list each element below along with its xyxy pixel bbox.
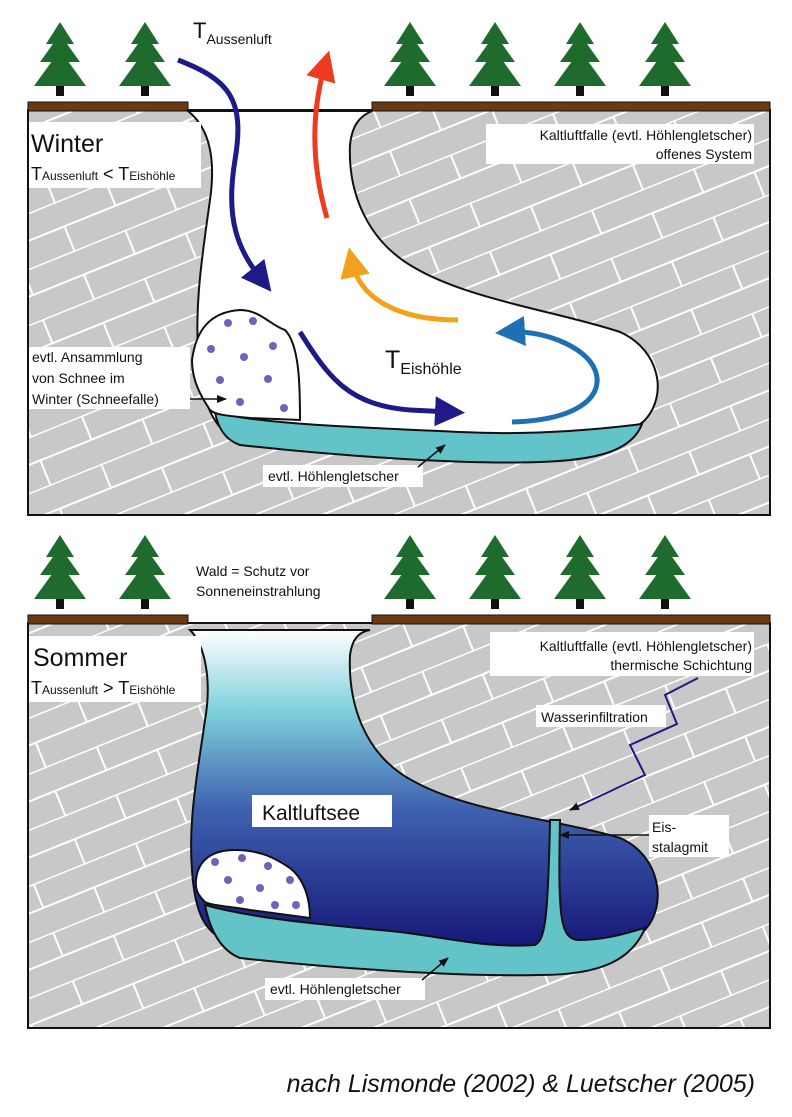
snow-pile bbox=[194, 848, 312, 920]
cave-glacier bbox=[213, 410, 644, 464]
forest-label-line1: Wald = Schutz vor bbox=[196, 563, 310, 579]
trap-label-line2: thermische Schichtung bbox=[610, 657, 752, 673]
cold-air-arrow-inflow bbox=[177, 57, 272, 292]
tree-icon bbox=[34, 22, 86, 96]
tree-icon bbox=[119, 22, 171, 96]
forest-label-line2: Sonneneinstrahlung bbox=[196, 583, 321, 599]
ground-right bbox=[371, 101, 771, 112]
snow-label-line3: Winter (Schneefalle) bbox=[32, 391, 159, 407]
trees-summer bbox=[34, 535, 691, 609]
tree-icon bbox=[384, 535, 436, 609]
cave-air-temp-label: TEishöhle bbox=[385, 346, 462, 378]
tree-icon bbox=[554, 22, 606, 96]
tree-icon bbox=[639, 535, 691, 609]
stalagmite-label-line2: stalagmit bbox=[652, 839, 708, 855]
cold-air-arrow-floor bbox=[297, 330, 465, 427]
water-label-box bbox=[536, 705, 666, 727]
snow-label-line1: evtl. Ansammlung bbox=[32, 349, 143, 365]
tree-icon bbox=[639, 22, 691, 96]
tree-icon bbox=[554, 535, 606, 609]
ground-left bbox=[27, 101, 189, 112]
snow-dots bbox=[207, 317, 288, 412]
snow-label-line2: von Schnee im bbox=[32, 370, 125, 386]
ground-left bbox=[27, 614, 189, 625]
summer-label-box bbox=[29, 636, 201, 702]
lake-label-box bbox=[252, 795, 392, 827]
blue-air-arrow bbox=[495, 316, 600, 425]
summer-title: Sommer bbox=[33, 644, 127, 672]
trees-winter bbox=[34, 22, 691, 96]
snow-pile bbox=[190, 308, 302, 422]
stalagmite-label-line1: Eis- bbox=[652, 819, 676, 835]
winter-panel: Winter TAussenluft < TEishöhle TAussenlu… bbox=[27, 18, 771, 516]
warm-air-arrow-outflow bbox=[306, 50, 336, 219]
tree-icon bbox=[384, 22, 436, 96]
stalagmite-label-box bbox=[649, 815, 729, 857]
summer-panel: Sommer TAussenluft > TEishöhle Wald = Sc… bbox=[27, 535, 771, 1029]
summer-condition: TAussenluft > TEishöhle bbox=[31, 678, 176, 698]
trap-label-box bbox=[490, 632, 754, 676]
tree-icon bbox=[34, 535, 86, 609]
trap-label-box bbox=[486, 124, 754, 164]
water-label: Wasserinfiltration bbox=[541, 709, 648, 725]
glacier-label-box bbox=[265, 978, 425, 1000]
tree-icon bbox=[119, 535, 171, 609]
glacier-pointer-arrow bbox=[421, 957, 449, 981]
warming-air-arrow bbox=[340, 247, 459, 323]
ground-right bbox=[371, 614, 771, 625]
snow-label-box bbox=[29, 347, 190, 409]
trap-label-line1: Kaltluftfalle (evtl. Höhlengletscher) bbox=[540, 638, 752, 654]
glacier-label: evtl. Höhlengletscher bbox=[270, 981, 401, 997]
winter-title: Winter bbox=[31, 130, 103, 158]
lake-label: Kaltluftsee bbox=[262, 802, 360, 825]
cave-glacier bbox=[203, 819, 647, 977]
glacier-label: evtl. Höhlengletscher bbox=[268, 468, 399, 484]
tree-icon bbox=[469, 22, 521, 96]
snow-dots bbox=[211, 854, 300, 909]
glacier-pointer-arrow bbox=[417, 444, 446, 468]
winter-label-box bbox=[29, 122, 201, 188]
citation: nach Lismonde (2002) & Luetscher (2005) bbox=[287, 1070, 755, 1098]
outside-air-temp-label: TAussenluft bbox=[193, 18, 272, 47]
cave-void bbox=[185, 110, 659, 445]
trap-label-line1: Kaltluftfalle (evtl. Höhlengletscher) bbox=[540, 127, 752, 143]
tree-icon bbox=[469, 535, 521, 609]
trap-label-line2: offenes System bbox=[656, 146, 752, 162]
winter-condition: TAussenluft < TEishöhle bbox=[31, 164, 176, 184]
glacier-label-box bbox=[263, 465, 423, 487]
water-infiltration-path bbox=[569, 677, 699, 811]
